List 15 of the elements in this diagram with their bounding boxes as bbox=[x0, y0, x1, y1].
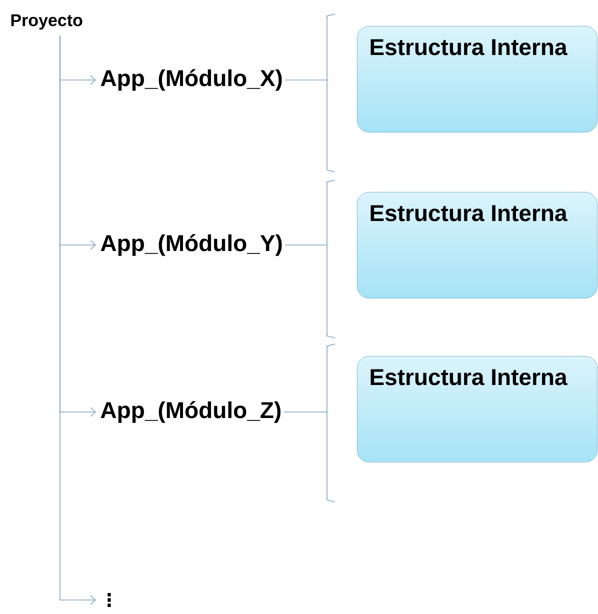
box-title: Estructura Interna bbox=[370, 39, 568, 56]
module-label: App_(Módulo_Z) bbox=[100, 401, 280, 423]
box-title: Estructura Interna bbox=[370, 369, 568, 386]
structure-box bbox=[357, 192, 598, 298]
bracket-connector bbox=[283, 344, 336, 502]
branch-arrow bbox=[60, 35, 96, 605]
structure-box bbox=[357, 356, 598, 462]
module-label: App_(Módulo_X) bbox=[100, 69, 282, 91]
structure-box bbox=[357, 26, 598, 132]
module-label: App_(Módulo_Y) bbox=[100, 234, 282, 256]
bracket-connector bbox=[284, 14, 336, 172]
ellipsis-mark: ⋮ bbox=[108, 593, 111, 607]
box-title: Estructura Interna bbox=[370, 205, 568, 222]
bracket-connector bbox=[284, 180, 336, 338]
root-label: Proyecto bbox=[11, 14, 82, 30]
